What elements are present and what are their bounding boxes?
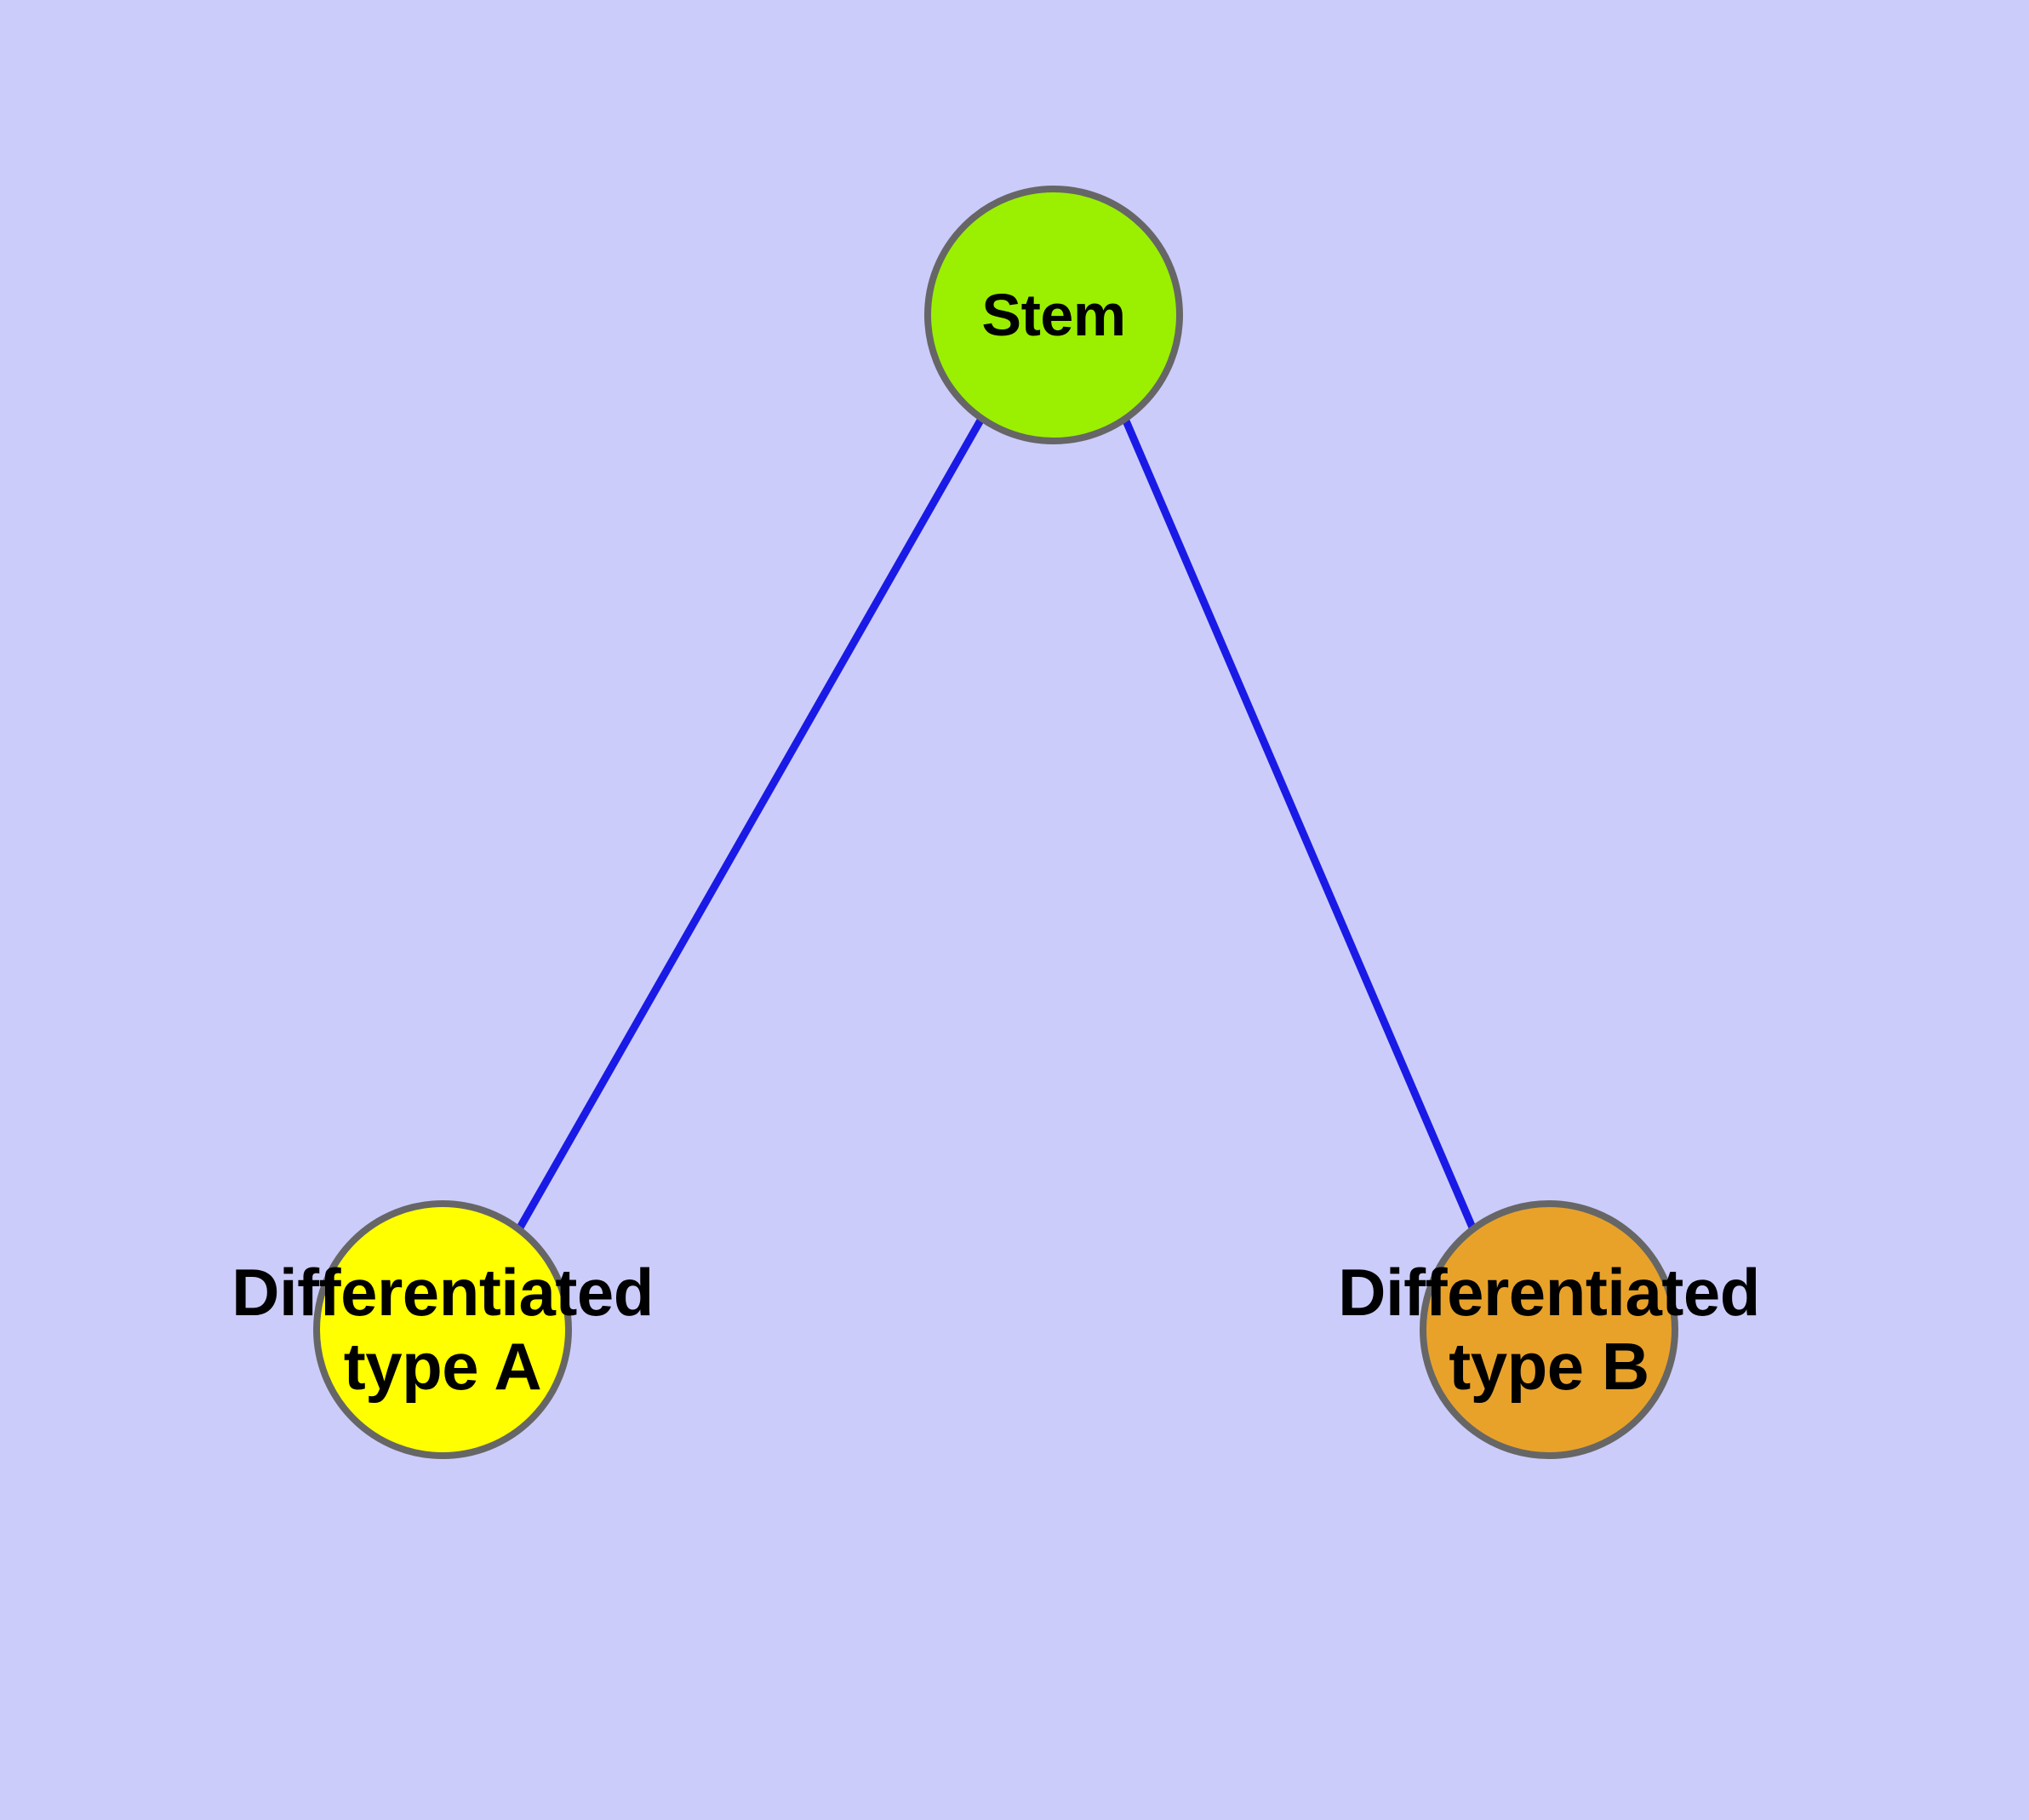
node-circle-stem[interactable] (924, 186, 1183, 444)
edge-layer (517, 416, 1477, 1230)
node-layer (313, 186, 1678, 1459)
node-circle-diff-a[interactable] (313, 1200, 572, 1459)
node-circle-diff-b[interactable] (1420, 1200, 1678, 1459)
edge-stem-to-diff-a[interactable] (517, 416, 985, 1230)
edge-stem-to-diff-b[interactable] (1121, 417, 1477, 1229)
